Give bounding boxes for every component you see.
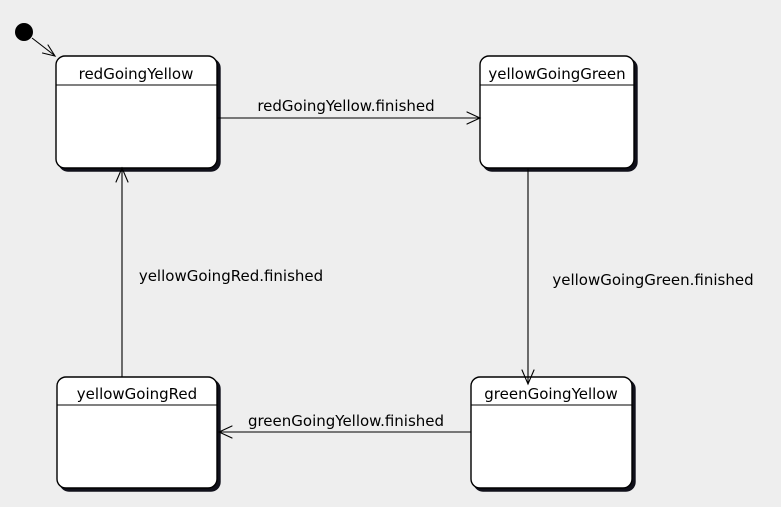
transition-greenGoingYellow-to-yellowGoingRed: greenGoingYellow.finished [217, 412, 471, 439]
initial-transition-line [31, 37, 55, 56]
state-redGoingYellow: redGoingYellow [55, 55, 221, 172]
state-title: yellowGoingGreen [488, 65, 625, 83]
transition-redGoingYellow-to-yellowGoingGreen: redGoingYellow.finished [217, 97, 482, 125]
initial-pseudostate [15, 23, 57, 57]
transition-label: greenGoingYellow.finished [248, 412, 444, 430]
state-title: greenGoingYellow [484, 385, 618, 403]
transition-arrowhead-icon [115, 166, 129, 183]
transition-yellowGoingGreen-to-greenGoingYellow: yellowGoingGreen.finished [521, 168, 754, 386]
state-greenGoingYellow: greenGoingYellow [470, 376, 636, 492]
initial-state-dot-icon [15, 23, 33, 41]
state-body [55, 55, 218, 169]
state-yellowGoingGreen: yellowGoingGreen [479, 55, 638, 172]
state-title: redGoingYellow [79, 65, 194, 83]
transition-arrowhead-icon [217, 425, 233, 439]
state-body [479, 55, 635, 169]
transition-yellowGoingRed-to-redGoingYellow: yellowGoingRed.finished [115, 166, 323, 377]
transition-arrowhead-icon [466, 111, 482, 125]
transition-label: yellowGoingRed.finished [139, 267, 323, 285]
transition-label: yellowGoingGreen.finished [552, 271, 753, 289]
transition-arrowhead-icon [521, 369, 535, 386]
initial-transition-arrowhead-icon [41, 44, 57, 57]
state-title: yellowGoingRed [77, 385, 197, 403]
state-yellowGoingRed: yellowGoingRed [56, 376, 221, 492]
transition-label: redGoingYellow.finished [257, 97, 434, 115]
